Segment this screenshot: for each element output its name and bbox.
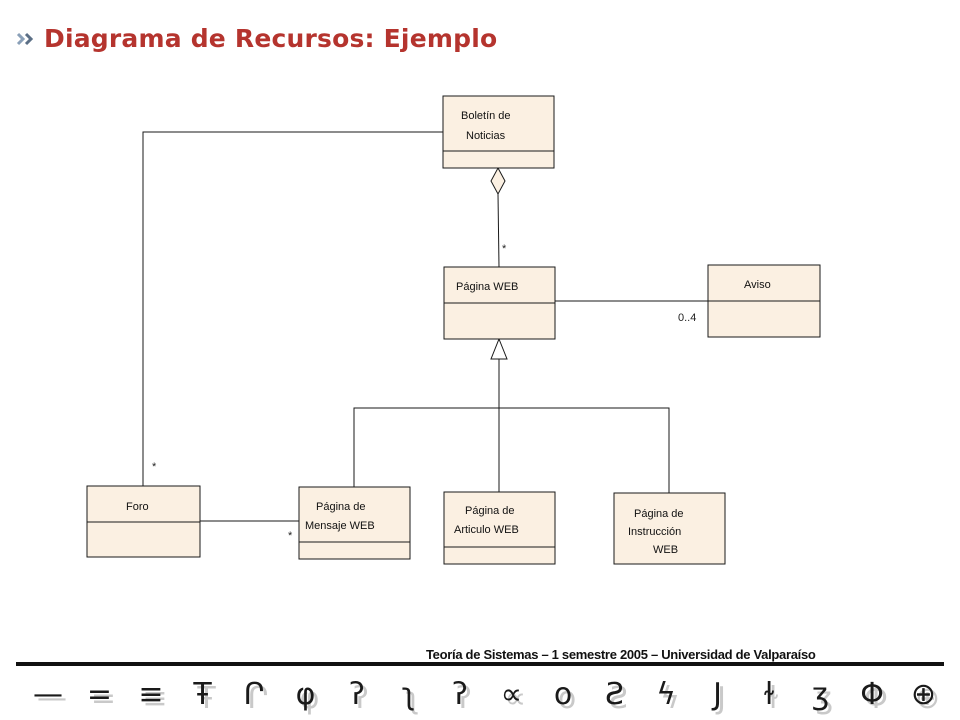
decorative-glyph: ɫ <box>763 677 775 712</box>
class-articulo-web[interactable]: Página de Articulo WEB <box>443 491 556 565</box>
class-boletin-line-2: Noticias <box>466 130 506 142</box>
multiplicity-boletin-pagina: * <box>502 243 507 255</box>
glyph-shadow: ɫ <box>767 681 779 716</box>
decorative-glyph: ⊕ <box>911 677 936 712</box>
class-articulo-web-line-1: Página de <box>465 505 515 517</box>
footer-divider <box>16 662 944 666</box>
title-bar: Diagrama de Recursos: Ejemplo <box>16 24 497 53</box>
decorative-glyph: ∝ <box>501 677 522 712</box>
decorative-glyph: φ <box>296 677 316 712</box>
class-instruccion-web[interactable]: Página de Instrucción WEB <box>613 492 726 565</box>
glyph-shadow: ∝ <box>505 681 526 716</box>
glyph-shadow: ≡ <box>142 681 167 716</box>
glyph-shadow: ʒ <box>816 681 833 716</box>
decorative-glyph: ʅ <box>402 677 416 712</box>
decorative-glyph: ʔ <box>349 677 364 712</box>
decorative-glyph: = <box>87 677 112 712</box>
class-pagina-web[interactable]: Página WEB <box>443 266 556 340</box>
generalization-triangle <box>490 337 508 360</box>
decorative-glyph: ϟ <box>656 677 676 712</box>
uml-diagram: Boletín de Noticias Página WEB Aviso For… <box>86 95 821 565</box>
decorative-glyph: ʔ <box>452 677 467 712</box>
class-instruccion-web-line-1: Página de <box>634 508 684 520</box>
footer-text: Teoría de Sistemas – 1 semestre 2005 – U… <box>426 647 816 662</box>
class-articulo-web-line-2: Articulo WEB <box>454 524 519 536</box>
glyph-shadow: ʔ <box>456 681 471 716</box>
glyph-shadow: — <box>37 681 67 716</box>
decorative-glyph: — <box>33 677 63 712</box>
decorative-glyph: ʒ <box>812 677 829 712</box>
glyph-shadow: φ <box>300 681 320 716</box>
class-boletin-line-1: Boletín de <box>461 110 511 122</box>
glyph-shadow: Ր <box>248 681 269 716</box>
glyph-shadow: = <box>91 681 116 716</box>
aggregation-diamond <box>490 166 506 196</box>
generalization-branch <box>353 407 670 493</box>
glyph-shadow: ʅ <box>406 681 420 716</box>
class-pagina-web-line-1: Página WEB <box>456 281 518 293</box>
decorative-glyph: Ј <box>711 677 722 712</box>
aggregation-line <box>497 193 500 268</box>
multiplicity-aviso-pagina: 0..4 <box>678 312 696 324</box>
glyph-shadow: ϟ <box>660 681 680 716</box>
glyph-shadow: Ŧ <box>196 681 216 716</box>
decorative-glyph: ≡ <box>138 677 163 712</box>
multiplicity-foro-boletin: * <box>152 461 157 473</box>
class-aviso-line-1: Aviso <box>744 279 771 291</box>
class-instruccion-web-line-3: WEB <box>653 544 678 556</box>
decorative-glyph: ο <box>554 677 572 712</box>
class-mensaje-web-line-1: Página de <box>316 501 366 513</box>
class-boletin[interactable]: Boletín de Noticias <box>442 95 555 169</box>
decorative-glyph: Ր <box>244 677 265 712</box>
class-instruccion-web-line-2: Instrucción <box>628 526 681 538</box>
glyph-shadow: Φ <box>864 681 888 716</box>
glyph-shadow: Ƨ <box>609 681 628 716</box>
glyph-shadow: ο <box>558 681 576 716</box>
decorative-glyph: Ŧ <box>192 677 212 712</box>
class-aviso[interactable]: Aviso <box>707 264 821 338</box>
association-boletin-foro <box>142 131 443 486</box>
class-foro[interactable]: Foro <box>86 485 201 558</box>
decorative-glyph: Φ <box>860 677 884 712</box>
class-mensaje-web-line-2: Mensaje WEB <box>305 520 375 532</box>
class-mensaje-web[interactable]: Página de Mensaje WEB <box>298 486 411 560</box>
multiplicity-foro-mensaje: * <box>288 530 293 542</box>
decorative-glyph: Ƨ <box>605 677 624 712</box>
page-title: Diagrama de Recursos: Ejemplo <box>44 24 498 53</box>
class-foro-line-1: Foro <box>126 501 149 513</box>
glyph-shadow: Ј <box>715 681 726 716</box>
double-chevron-icon <box>16 32 34 45</box>
glyph-shadow: ʔ <box>353 681 368 716</box>
glyph-shadow: ⊕ <box>915 681 940 716</box>
